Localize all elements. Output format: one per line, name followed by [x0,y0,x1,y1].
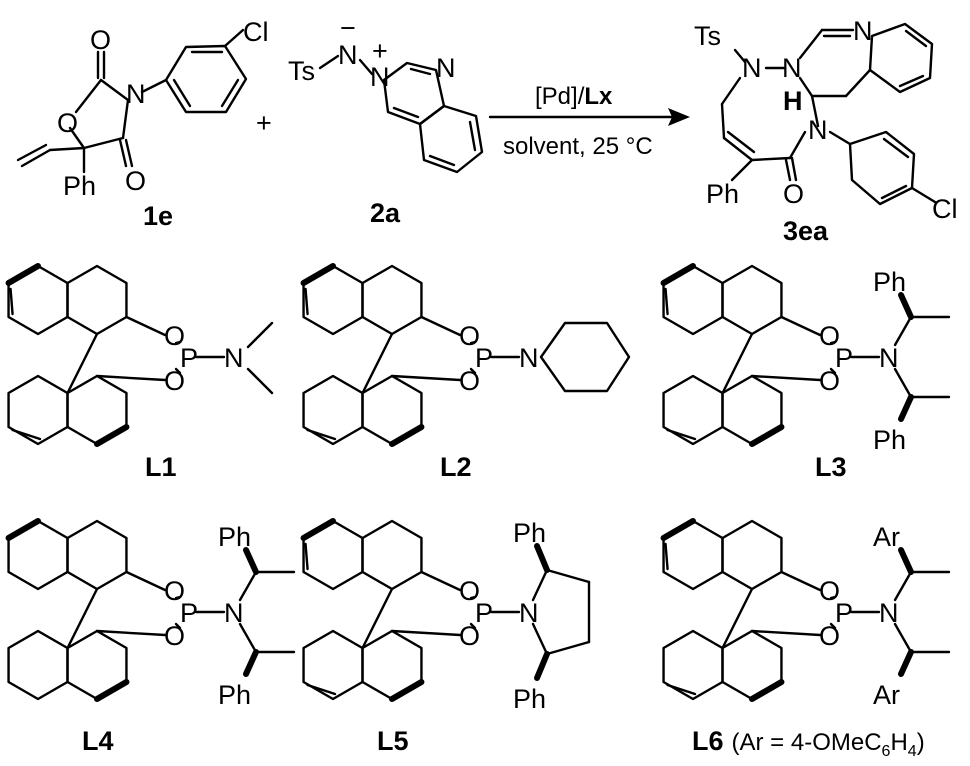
atom-o: O [125,166,146,196]
group-ph: Ph [706,179,739,209]
atom-o: O [819,576,840,606]
atom-o: O [164,366,185,396]
atom-p: P [475,598,493,628]
group-ph: Ph [873,425,906,455]
atom-p: P [835,598,853,628]
atom-p: P [835,343,853,373]
reactant-2a: Ts N − N + N 2a [288,13,484,228]
product-3ea: Ts N N N H N O Ph Cl 3ea [694,16,958,246]
ligand-label-L2: L2 [440,452,472,482]
catalyst-prefix: [Pd]/ [535,83,585,110]
ligand-label-L6: L6 (Ar = 4-OMeC6H4) [692,726,925,760]
atom-n: N [436,53,456,83]
atom-n: N [879,598,899,628]
group-ph: Ph [63,171,96,201]
group-ph: Ph [513,518,546,548]
atom-o: O [819,321,840,351]
atom-n: N [224,598,244,628]
atom-p: P [180,343,198,373]
atom-n: N [853,16,873,46]
atom-n: N [782,53,802,83]
atom-n: N [879,343,899,373]
atom-o: O [819,621,840,651]
reactant-1e: O O N Cl Ph O 1e [16,17,269,231]
ligand-label-L4: L4 [82,726,114,756]
ligand-label-L3: L3 [815,452,847,482]
plus-sign: + [256,108,272,138]
atom-o: O [164,576,185,606]
atom-o: O [90,25,111,55]
atom-n: N [808,115,828,145]
atom-o: O [783,179,804,209]
catalyst-ligand: Lx [584,83,613,110]
svg-text:[Pd]/Lx: [Pd]/Lx [535,83,613,110]
atom-o: O [57,108,78,138]
ligand-note: (Ar = 4-OMeC [732,729,882,756]
atom-cl: Cl [932,194,958,224]
group-ar: Ar [873,680,900,710]
atom-h: H [783,86,803,116]
atom-n: N [742,53,762,83]
charge-plus: + [372,36,388,66]
ligand-note-sub: 6 [882,743,891,760]
ligand-id: L6 [692,726,724,756]
reaction-conditions: solvent, 25 °C [503,133,653,160]
atom-o: O [459,576,480,606]
atom-o: O [459,321,480,351]
atom-o: O [164,621,185,651]
group-ph: Ph [873,267,906,297]
atom-p: P [475,343,493,373]
ligand-note-close: ) [917,729,925,756]
ligand-label-L1: L1 [145,452,177,482]
atom-p: P [180,598,198,628]
atom-o: O [164,321,185,351]
group-ph: Ph [218,680,251,710]
atom-n: N [338,40,358,70]
atom-o: O [819,366,840,396]
atom-n: N [370,62,390,92]
ligand-label-L5: L5 [377,726,409,756]
group-ph: Ph [218,522,251,552]
group-ts: Ts [694,21,721,51]
compound-label-3ea: 3ea [783,216,829,246]
atom-o: O [459,621,480,651]
atom-n: N [519,598,539,628]
ligand-note-sub2: 4 [908,743,917,760]
atom-o: O [459,366,480,396]
atom-n: N [224,343,244,373]
ligand-note-rest: H [890,729,907,756]
reaction-arrow: [Pd]/Lx solvent, 25 °C [488,83,690,160]
compound-label-1e: 1e [143,201,173,231]
group-ts: Ts [288,56,315,86]
atom-n: N [519,343,539,373]
charge-minus: − [340,13,356,43]
group-ar: Ar [873,522,900,552]
atom-n: N [126,79,146,109]
compound-label-2a: 2a [370,198,401,228]
atom-cl: Cl [243,17,269,47]
group-ph: Ph [513,684,546,714]
